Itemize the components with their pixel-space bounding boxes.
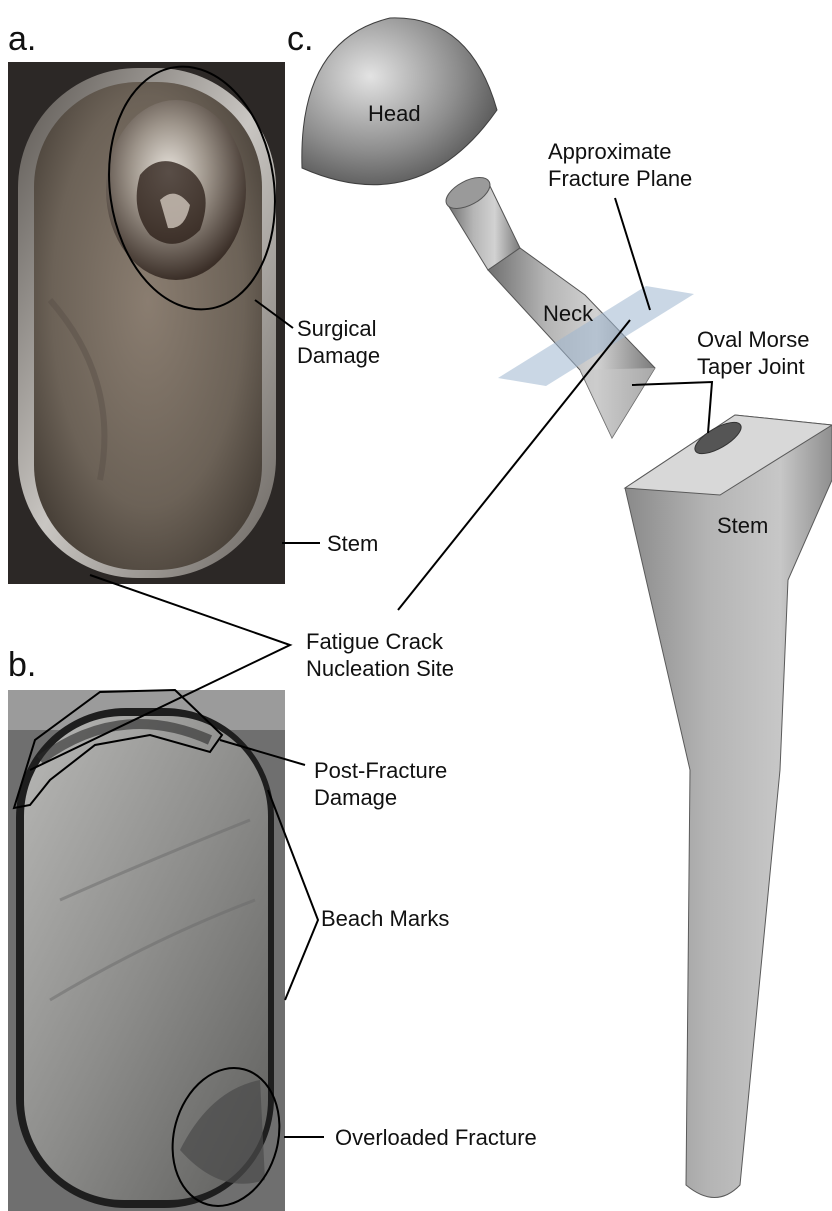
label-stem-part: Stem: [717, 512, 768, 539]
label-fracture-plane-line2: Fracture Plane: [548, 165, 692, 192]
leader-fracture-plane: [615, 198, 650, 310]
photo-a-surgical-damage: [8, 62, 285, 584]
leader-morse: [632, 382, 712, 433]
label-morse-taper: Oval Morse Taper Joint: [697, 326, 809, 380]
leader-fatigue-c: [398, 320, 630, 610]
panel-label-b: b.: [8, 648, 36, 682]
label-morse-taper-line1: Oval Morse: [697, 326, 809, 353]
label-fracture-plane-line1: Approximate: [548, 138, 692, 165]
label-surgical-damage: Surgical Damage: [297, 315, 380, 369]
label-post-fracture-line2: Damage: [314, 784, 447, 811]
label-overloaded: Overloaded Fracture: [335, 1124, 537, 1151]
label-fatigue-crack: Fatigue Crack Nucleation Site: [306, 628, 454, 682]
label-head: Head: [368, 100, 421, 127]
label-neck: Neck: [543, 300, 593, 327]
label-morse-taper-line2: Taper Joint: [697, 353, 809, 380]
panel-label-a: a.: [8, 22, 36, 56]
label-surgical-damage-line1: Surgical: [297, 315, 380, 342]
label-fracture-plane: Approximate Fracture Plane: [548, 138, 692, 192]
panel-label-c: c.: [287, 22, 313, 56]
label-fatigue-crack-line1: Fatigue Crack: [306, 628, 454, 655]
label-post-fracture: Post-Fracture Damage: [314, 757, 447, 811]
label-beach-marks: Beach Marks: [321, 905, 449, 932]
label-stem-photo: Stem: [327, 530, 378, 557]
photo-b-fracture-surface: [8, 690, 285, 1211]
label-post-fracture-line1: Post-Fracture: [314, 757, 447, 784]
label-fatigue-crack-line2: Nucleation Site: [306, 655, 454, 682]
label-surgical-damage-line2: Damage: [297, 342, 380, 369]
